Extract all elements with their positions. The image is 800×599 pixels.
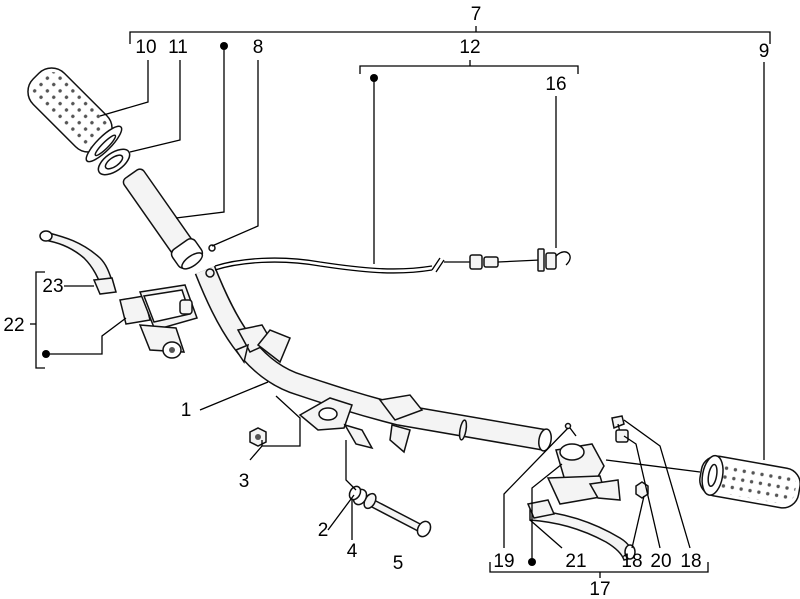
spring — [615, 429, 629, 443]
label-8: 8 — [253, 37, 264, 58]
label-16: 16 — [545, 74, 566, 95]
label-10: 10 — [135, 37, 156, 58]
label-1: 1 — [181, 400, 192, 421]
label-2: 2 — [318, 520, 329, 541]
brake-master-cylinder — [119, 284, 198, 359]
cable-adjuster — [537, 248, 571, 272]
left-brake-lever — [39, 230, 117, 295]
label-18-b: 18 — [680, 551, 701, 572]
label-17: 17 — [589, 579, 610, 599]
label-11: 11 — [168, 37, 188, 58]
handlebar — [194, 265, 552, 454]
small-screw-19 — [564, 422, 577, 437]
right-brake-lever — [526, 499, 636, 561]
throttle-screw — [208, 244, 216, 252]
bracket-22 — [30, 271, 45, 369]
bracket-7 — [129, 26, 771, 44]
right-grip — [699, 454, 800, 509]
label-5: 5 — [393, 553, 404, 574]
assembly-markers — [42, 42, 536, 566]
throttle-tube — [122, 168, 204, 270]
nut — [249, 427, 267, 447]
leader-lines — [46, 46, 765, 562]
cable-nipple — [205, 268, 215, 278]
label-22: 22 — [3, 315, 24, 336]
label-18-a: 18 — [621, 551, 642, 572]
throttle-cable — [214, 254, 541, 274]
bracket-12 — [359, 60, 579, 74]
label-23: 23 — [42, 276, 63, 297]
label-20: 20 — [650, 551, 671, 572]
label-9: 9 — [759, 41, 770, 62]
part-labels: 7 10 11 8 12 9 16 23 22 1 3 2 4 5 19 21 … — [3, 4, 769, 599]
bolt — [363, 492, 432, 538]
bracket-17 — [489, 562, 709, 578]
label-19: 19 — [493, 551, 514, 572]
label-21: 21 — [565, 551, 586, 572]
washer — [97, 148, 131, 176]
label-12: 12 — [459, 37, 480, 58]
label-3: 3 — [239, 471, 250, 492]
right-lever-holder — [546, 443, 621, 505]
label-7: 7 — [471, 4, 482, 25]
label-4: 4 — [347, 541, 358, 562]
left-grip — [27, 67, 123, 163]
